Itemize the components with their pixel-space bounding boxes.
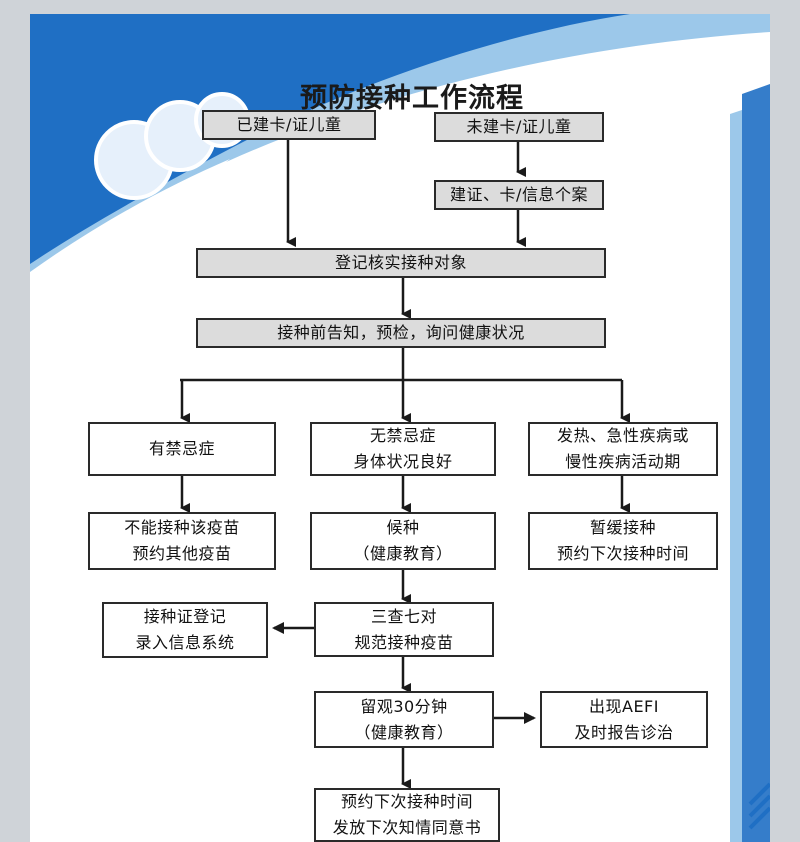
box-record-line2: 录入信息系统 [135, 633, 235, 652]
box-defer: 暂缓接种 预约下次接种时间 [528, 512, 718, 570]
box-contraindication: 有禁忌症 [88, 422, 276, 476]
box-check: 三查七对 规范接种疫苗 [314, 602, 494, 657]
box-aefi: 出现AEFI 及时报告诊治 [540, 691, 708, 748]
box-uncarded: 未建卡/证儿童 [434, 112, 604, 142]
right-edge-stripe [742, 84, 770, 842]
box-next-line2: 发放下次知情同意书 [332, 818, 482, 837]
box-cannot-vaccinate: 不能接种该疫苗 预约其他疫苗 [88, 512, 276, 570]
box-aefi-line2: 及时报告诊治 [574, 722, 674, 742]
box-waiting: 候种 （健康教育） [310, 512, 496, 570]
box-defer-line2: 预约下次接种时间 [556, 544, 689, 563]
right-edge-stripe-light [730, 110, 742, 842]
box-cannot-line2: 预约其他疫苗 [132, 544, 232, 563]
box-carded: 已建卡/证儿童 [202, 110, 376, 140]
header-band-white [30, 159, 230, 289]
box-observe-line2: （健康教育） [354, 722, 454, 742]
box-observe: 留观30分钟 （健康教育） [314, 691, 494, 748]
header-band-blue [30, 14, 630, 264]
box-no-contra-line1: 无禁忌症 [369, 426, 436, 445]
box-no-contra-line2: 身体状况良好 [353, 452, 453, 471]
box-create-card: 建证、卡/信息个案 [434, 180, 604, 210]
box-pre-check-label: 接种前告知，预检，询问健康状况 [277, 323, 525, 342]
flow-connectors [180, 140, 630, 789]
poster: 预防接种工作流程 [30, 14, 770, 842]
box-check-line2: 规范接种疫苗 [354, 632, 454, 652]
box-fever-line2: 慢性疾病活动期 [565, 452, 681, 471]
corner-stripes [748, 782, 770, 830]
box-register-label: 登记核实接种对象 [334, 253, 467, 272]
box-uncarded-label: 未建卡/证儿童 [466, 117, 572, 136]
box-contraindication-label: 有禁忌症 [148, 439, 215, 458]
box-create-card-label: 建证、卡/信息个案 [450, 185, 588, 204]
box-next-line1: 预约下次接种时间 [340, 792, 473, 811]
box-carded-label: 已建卡/证儿童 [236, 115, 342, 134]
box-no-contraindication: 无禁忌症 身体状况良好 [310, 422, 496, 476]
box-record: 接种证登记 录入信息系统 [102, 602, 268, 658]
box-register: 登记核实接种对象 [196, 248, 606, 278]
box-next-appointment: 预约下次接种时间 发放下次知情同意书 [314, 788, 500, 842]
box-observe-line1: 留观30分钟 [360, 696, 448, 716]
box-pre-check: 接种前告知，预检，询问健康状况 [196, 318, 606, 348]
box-fever-line1: 发热、急性疾病或 [556, 426, 689, 445]
box-check-line1: 三查七对 [370, 606, 437, 626]
box-record-line1: 接种证登记 [143, 607, 227, 626]
box-cannot-line1: 不能接种该疫苗 [124, 518, 240, 537]
box-waiting-line2: （健康教育） [353, 544, 453, 563]
page-title: 预防接种工作流程 [300, 83, 524, 114]
box-aefi-line1: 出现AEFI [589, 696, 659, 716]
box-defer-line1: 暂缓接种 [589, 518, 656, 537]
header-decoration [30, 14, 770, 842]
box-waiting-line1: 候种 [386, 518, 420, 537]
box-fever-illness: 发热、急性疾病或 慢性疾病活动期 [528, 422, 718, 476]
